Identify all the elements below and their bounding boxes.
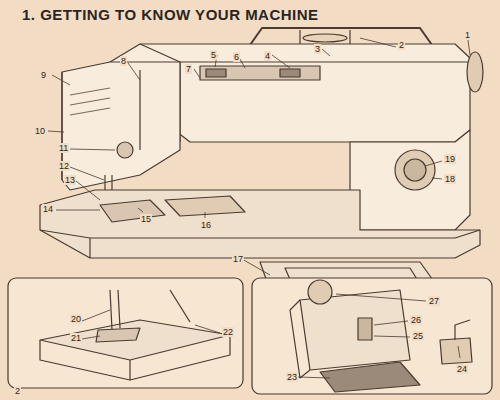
callout-number: 13 bbox=[64, 175, 76, 185]
callout-number: 19 bbox=[444, 154, 456, 164]
callout-number: 1 bbox=[464, 30, 471, 40]
callout-number: 14 bbox=[42, 204, 54, 214]
callout-number: 24 bbox=[456, 364, 468, 374]
callout-number: 25 bbox=[412, 331, 424, 341]
callout-number: 10 bbox=[34, 126, 46, 136]
page-number: 2 bbox=[14, 386, 21, 396]
callout-number: 20 bbox=[70, 314, 82, 324]
callout-number: 3 bbox=[314, 44, 321, 54]
callout-number: 18 bbox=[444, 174, 456, 184]
callout-number: 8 bbox=[120, 56, 127, 66]
callout-number: 4 bbox=[264, 51, 271, 61]
callout-number: 2 bbox=[398, 40, 405, 50]
callout-number: 6 bbox=[233, 52, 240, 62]
callout-number: 21 bbox=[70, 333, 82, 343]
callout-number: 11 bbox=[58, 143, 69, 153]
callout-number: 26 bbox=[410, 315, 422, 325]
callout-number: 12 bbox=[58, 161, 70, 171]
page-title: 1. GETTING TO KNOW YOUR MACHINE bbox=[22, 6, 319, 23]
callout-number: 5 bbox=[210, 50, 217, 60]
callout-number: 27 bbox=[428, 296, 440, 306]
callout-number: 23 bbox=[286, 372, 298, 382]
callout-number: 7 bbox=[185, 64, 192, 74]
callout-number: 15 bbox=[140, 214, 152, 224]
callout-number: 16 bbox=[200, 220, 212, 230]
callout-number: 17 bbox=[232, 254, 244, 264]
callout-number: 22 bbox=[222, 327, 234, 337]
callout-number: 9 bbox=[40, 70, 47, 80]
